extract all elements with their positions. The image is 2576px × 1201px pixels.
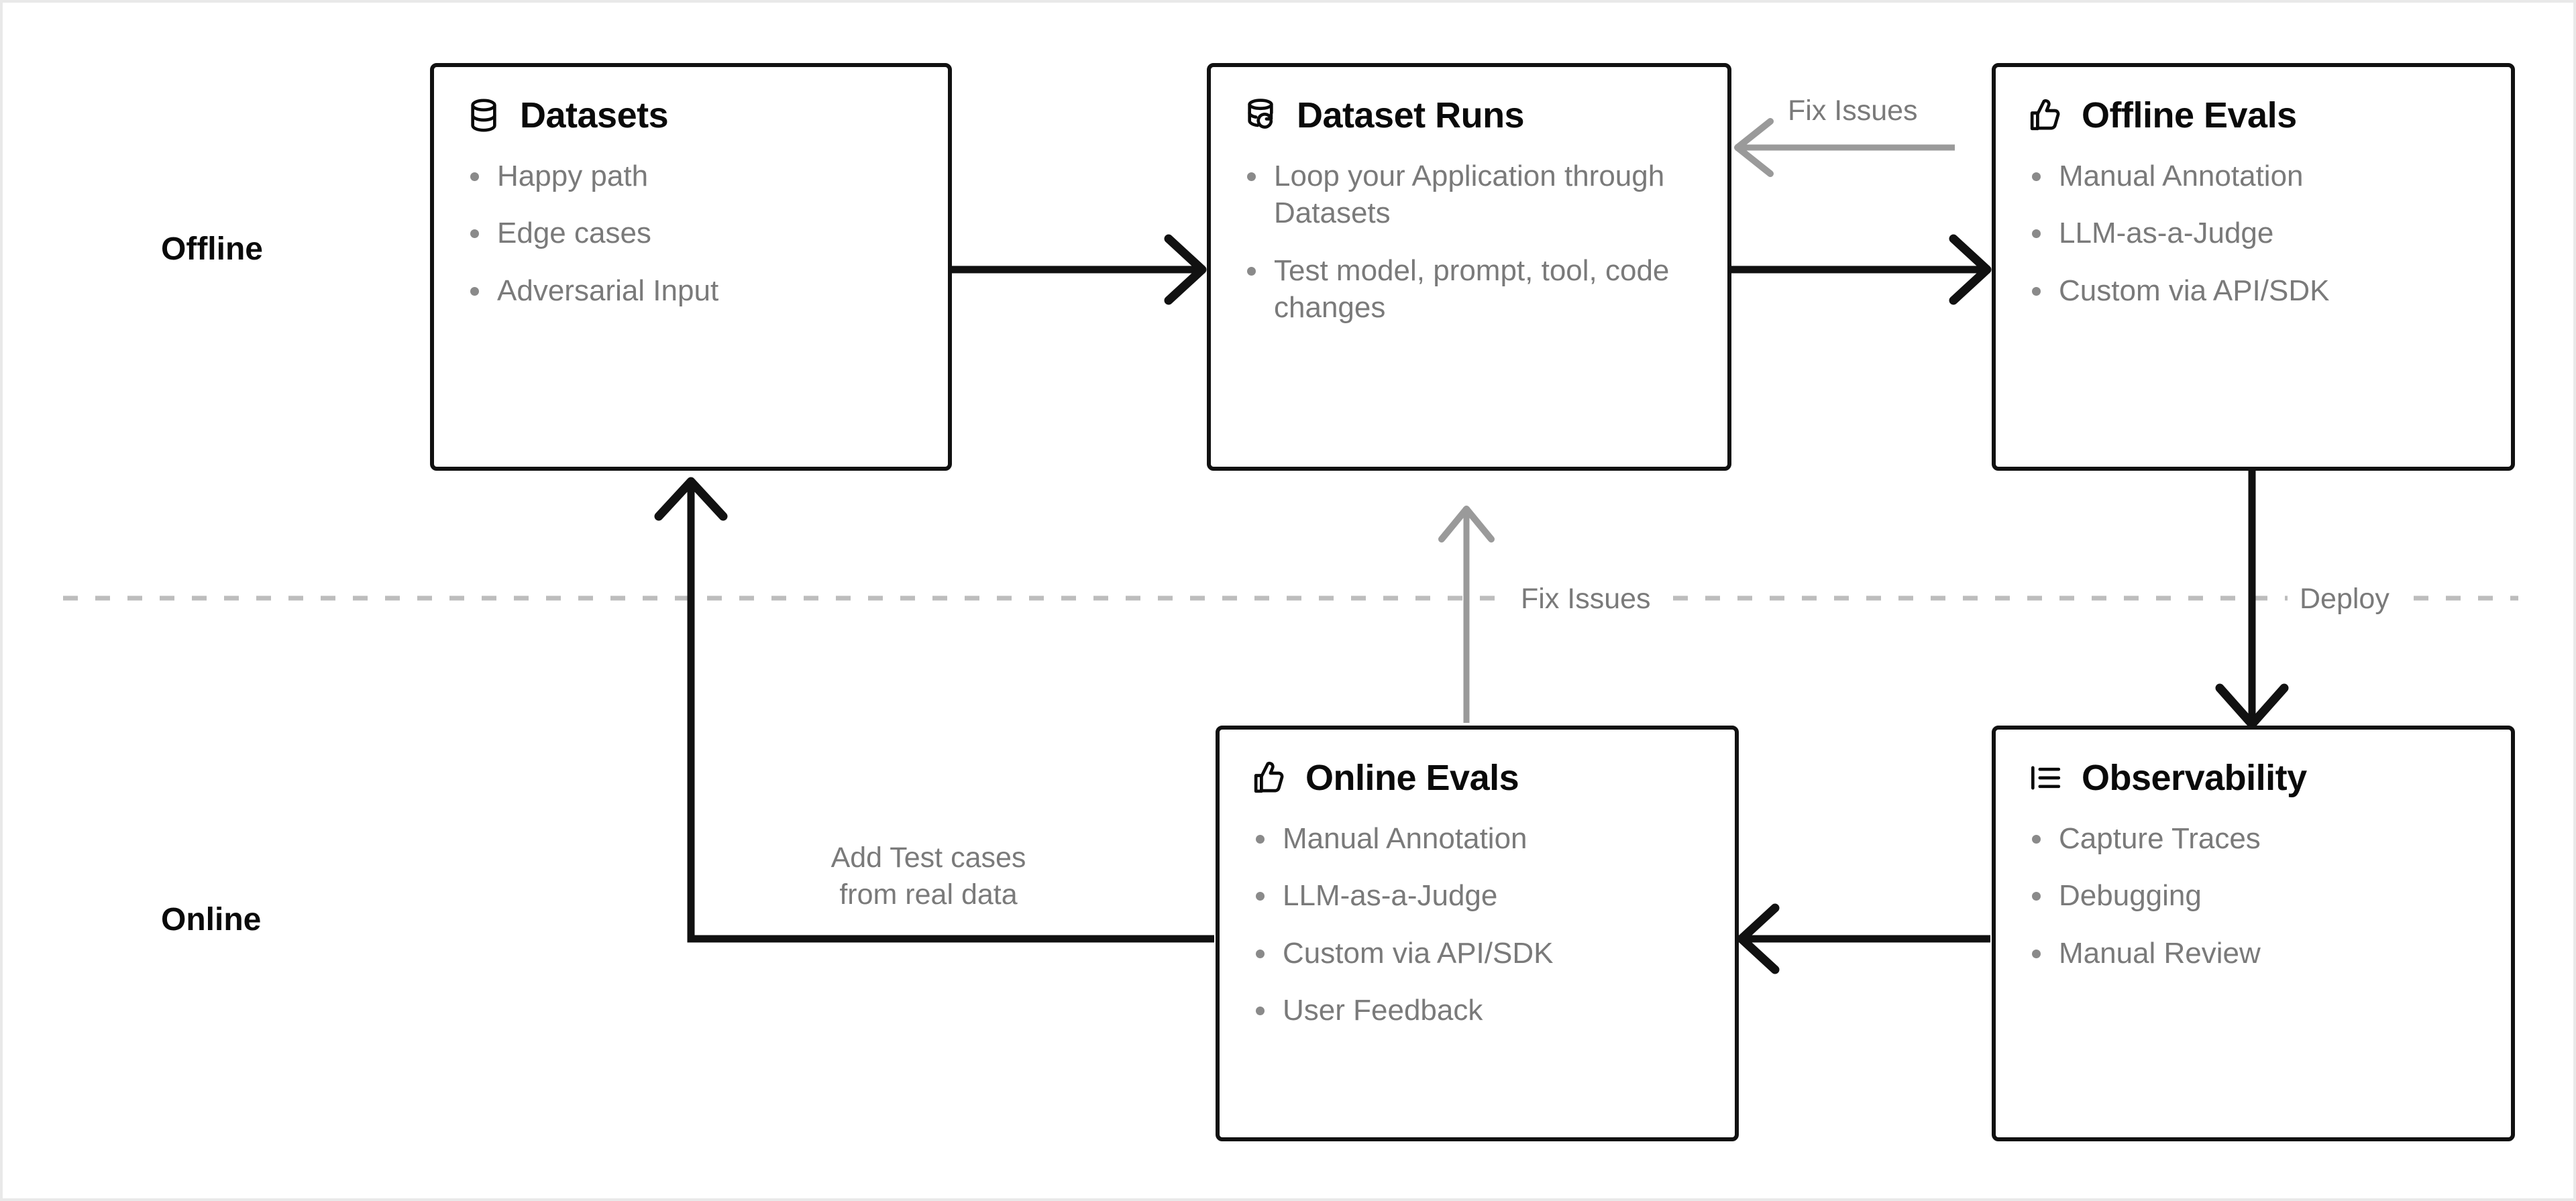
edge-deploy [2215, 471, 2289, 729]
database-refresh-icon [1248, 99, 1273, 129]
edge-dataset-runs-to-offline-evals [1731, 234, 1992, 305]
node-observability-title: Observability [2082, 758, 2307, 798]
list-item: Adversarial Input [465, 272, 917, 309]
database-icon [471, 99, 496, 132]
edge-observability-to-online-evals [1737, 903, 1990, 974]
node-offline-evals-header: Offline Evals [2027, 97, 2480, 135]
list-item: LLM-as-a-Judge [2027, 215, 2480, 251]
edge-datasets-to-dataset-runs [952, 234, 1207, 305]
node-online-evals-bullets: Manual Annotation LLM-as-a-Judge Custom … [1250, 820, 1704, 1029]
node-datasets[interactable]: Datasets Happy path Edge cases Adversari… [430, 63, 952, 471]
list-item: Manual Annotation [2027, 158, 2480, 194]
node-datasets-title: Datasets [520, 95, 669, 135]
edge-label-fix-issues-top: Fix Issues [1788, 95, 1918, 127]
node-dataset-runs-header: Dataset Runs [1242, 97, 1697, 135]
edge-label-add-test-cases: Add Test cases from real data [814, 840, 1042, 913]
edge-label-deploy: Deploy [2288, 581, 2402, 618]
list-item: Loop your Application through Datasets [1242, 158, 1697, 232]
node-dataset-runs-bullets: Loop your Application through Datasets T… [1242, 158, 1697, 327]
list-item: LLM-as-a-Judge [1250, 877, 1704, 914]
node-observability-header: Observability [2027, 759, 2480, 797]
list-item: Happy path [465, 158, 917, 194]
list-item: User Feedback [1250, 992, 1704, 1029]
lane-label-online: Online [161, 902, 262, 937]
node-online-evals[interactable]: Online Evals Manual Annotation LLM-as-a-… [1216, 726, 1739, 1141]
node-datasets-header: Datasets [465, 97, 917, 135]
list-item: Edge cases [465, 215, 917, 251]
node-observability-bullets: Capture Traces Debugging Manual Review [2027, 820, 2480, 972]
node-observability[interactable]: Observability Capture Traces Debugging M… [1992, 726, 2515, 1141]
node-online-evals-title: Online Evals [1305, 758, 1519, 798]
list-item: Custom via API/SDK [2027, 272, 2480, 309]
thumbs-up-icon [2030, 99, 2060, 131]
edge-label-fix-issues-middle: Fix Issues [1509, 581, 1663, 618]
node-online-evals-header: Online Evals [1250, 759, 1704, 797]
node-offline-evals[interactable]: Offline Evals Manual Annotation LLM-as-a… [1992, 63, 2515, 471]
list-item: Capture Traces [2027, 820, 2480, 857]
list-item: Test model, prompt, tool, code changes [1242, 252, 1697, 327]
thumbs-up-icon [1254, 762, 1284, 793]
list-item: Manual Annotation [1250, 820, 1704, 857]
list-item: Custom via API/SDK [1250, 935, 1704, 972]
edge-fix-issues-online [1438, 506, 1495, 723]
node-dataset-runs[interactable]: Dataset Runs Loop your Application throu… [1207, 63, 1731, 471]
list-item: Manual Review [2027, 935, 2480, 972]
node-dataset-runs-title: Dataset Runs [1297, 95, 1525, 135]
list-indent-icon [2031, 766, 2061, 790]
node-datasets-bullets: Happy path Edge cases Adversarial Input [465, 158, 917, 309]
edge-label-add-test-line1: Add Test cases [830, 842, 1026, 874]
list-item: Debugging [2027, 877, 2480, 914]
lane-label-offline: Offline [161, 231, 263, 267]
edge-label-add-test-line2: from real data [839, 878, 1018, 911]
node-offline-evals-title: Offline Evals [2082, 95, 2297, 135]
node-offline-evals-bullets: Manual Annotation LLM-as-a-Judge Custom … [2027, 158, 2480, 309]
